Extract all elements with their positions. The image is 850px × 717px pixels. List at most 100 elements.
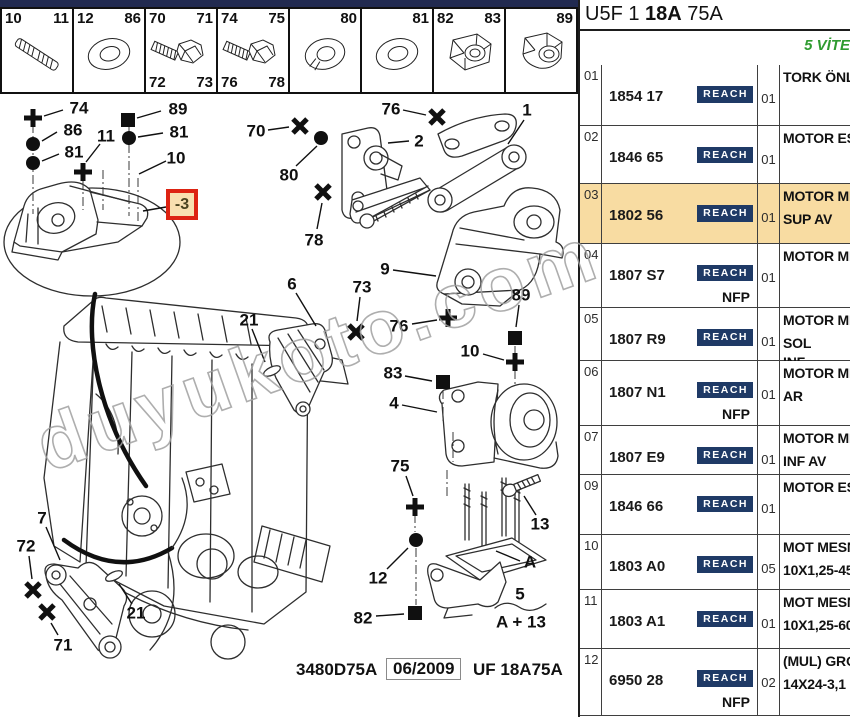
callout-leader xyxy=(387,140,410,144)
desc-line: MOTOR ME xyxy=(783,430,850,446)
callout-leader xyxy=(137,132,164,138)
callout-leader xyxy=(295,145,318,167)
fastener-number: 70 xyxy=(149,10,166,27)
fastener-number: 81 xyxy=(412,10,429,27)
callout-label-5[interactable]: 5 xyxy=(515,585,524,604)
row-number-cell: 03 xyxy=(580,184,602,243)
callout-label-89[interactable]: 89 xyxy=(512,286,531,305)
callout-symbol-x xyxy=(38,603,56,621)
callout-label-74[interactable]: 74 xyxy=(70,99,89,118)
highlight-callout-leader xyxy=(142,206,167,212)
callout-symbol-x xyxy=(428,108,446,126)
callout-label-9[interactable]: 9 xyxy=(380,260,389,279)
callout-label-11[interactable]: 11 xyxy=(97,127,115,146)
callout-label-81[interactable]: 81 xyxy=(170,123,189,142)
callout-label-7[interactable]: 7 xyxy=(37,509,46,528)
callout-symbol-square xyxy=(436,375,450,389)
reach-badge[interactable]: REACH xyxy=(697,556,753,573)
desc-line: 10X1,25-60- xyxy=(783,616,850,633)
row-number-cell: 06 xyxy=(580,360,602,425)
callout-leader xyxy=(507,119,525,145)
callout-label-82[interactable]: 82 xyxy=(354,609,373,628)
callout-label-10[interactable]: 10 xyxy=(461,342,480,361)
fastener-number: 75 xyxy=(268,10,285,27)
callout-label-4[interactable]: 4 xyxy=(389,394,399,413)
callout-label-80[interactable]: 80 xyxy=(280,166,299,185)
callout-label-70[interactable]: 70 xyxy=(247,122,266,141)
callout-label-73[interactable]: 73 xyxy=(353,278,372,297)
callout-symbol-square xyxy=(121,113,135,127)
callout-label-72[interactable]: 72 xyxy=(17,537,36,556)
callout-label-21[interactable]: 21 xyxy=(127,604,146,623)
callout-label-2[interactable]: 2 xyxy=(414,132,423,151)
callout-label-89[interactable]: 89 xyxy=(169,100,188,119)
desc-cell: MOTOR ES xyxy=(779,475,850,535)
callout-label-86[interactable]: 86 xyxy=(64,121,83,140)
callout-label-76[interactable]: 76 xyxy=(390,317,409,336)
callout-label-12[interactable]: 12 xyxy=(369,569,388,588)
reach-badge[interactable]: REACH xyxy=(697,610,753,627)
desc-line: TORK ÖNLE xyxy=(783,69,850,85)
row-number: 05 xyxy=(584,311,599,326)
callout-label-76[interactable]: 76 xyxy=(382,100,401,119)
reach-badge[interactable]: REACH xyxy=(697,670,753,687)
desc-cell: MOTOR MESOLINF xyxy=(779,308,850,370)
qty-value: 01 xyxy=(761,386,776,402)
callout-label-10[interactable]: 10 xyxy=(167,149,186,168)
reach-badge[interactable]: REACH xyxy=(697,495,753,512)
footer-page-code: UF 18A75A xyxy=(473,660,563,679)
highlight-callout-box[interactable]: -3 xyxy=(166,189,198,220)
callout-leader xyxy=(495,550,521,562)
callout-label-83[interactable]: 83 xyxy=(384,364,403,383)
qty-cell: 02 xyxy=(757,649,780,715)
reach-badge[interactable]: REACH xyxy=(697,146,753,163)
fastener-number: 71 xyxy=(196,10,213,27)
reach-badge[interactable]: REACH xyxy=(697,329,753,346)
callout-label-75[interactable]: 75 xyxy=(391,457,410,476)
callout-label-21[interactable]: 21 xyxy=(240,311,259,330)
lower-balloon-arc xyxy=(171,477,188,549)
row-number-cell: 02 xyxy=(580,125,602,183)
callout-label-81[interactable]: 81 xyxy=(65,143,84,162)
desc-line: AR xyxy=(783,387,803,404)
mount-parts-drawing xyxy=(11,113,564,659)
callout-symbol-circle xyxy=(409,533,423,547)
reach-badge[interactable]: REACH xyxy=(697,86,753,103)
reach-badge[interactable]: REACH xyxy=(697,205,753,222)
catalog-code-bold: 18A xyxy=(645,3,682,25)
reach-badge[interactable]: REACH xyxy=(697,264,753,281)
row-number-cell: 11 xyxy=(580,589,602,648)
callout-label-6[interactable]: 6 xyxy=(287,275,296,294)
part-cell: 1803 A1 REACH xyxy=(602,590,757,649)
callout-label-1[interactable]: 1 xyxy=(522,101,531,120)
part-number: 1803 A1 xyxy=(609,612,666,630)
desc-line: MOT MESN xyxy=(783,539,850,555)
callout-label-A+13[interactable]: A + 13 xyxy=(496,613,546,632)
row-number: 02 xyxy=(584,128,599,144)
footer-drawing-number: 3480D75A xyxy=(296,660,378,679)
callout-label-13[interactable]: 13 xyxy=(531,515,550,534)
part-number: 1807 N1 xyxy=(609,383,666,401)
reach-badge[interactable]: REACH xyxy=(697,447,753,464)
desc-line: MOTOR ES xyxy=(783,129,850,146)
fastener-number: 10 xyxy=(5,10,22,27)
callout-label-A[interactable]: A xyxy=(524,553,536,572)
callout-label-71[interactable]: 71 xyxy=(54,636,73,655)
callout-label-78[interactable]: 78 xyxy=(305,231,324,250)
reach-badge[interactable]: REACH xyxy=(697,381,753,398)
